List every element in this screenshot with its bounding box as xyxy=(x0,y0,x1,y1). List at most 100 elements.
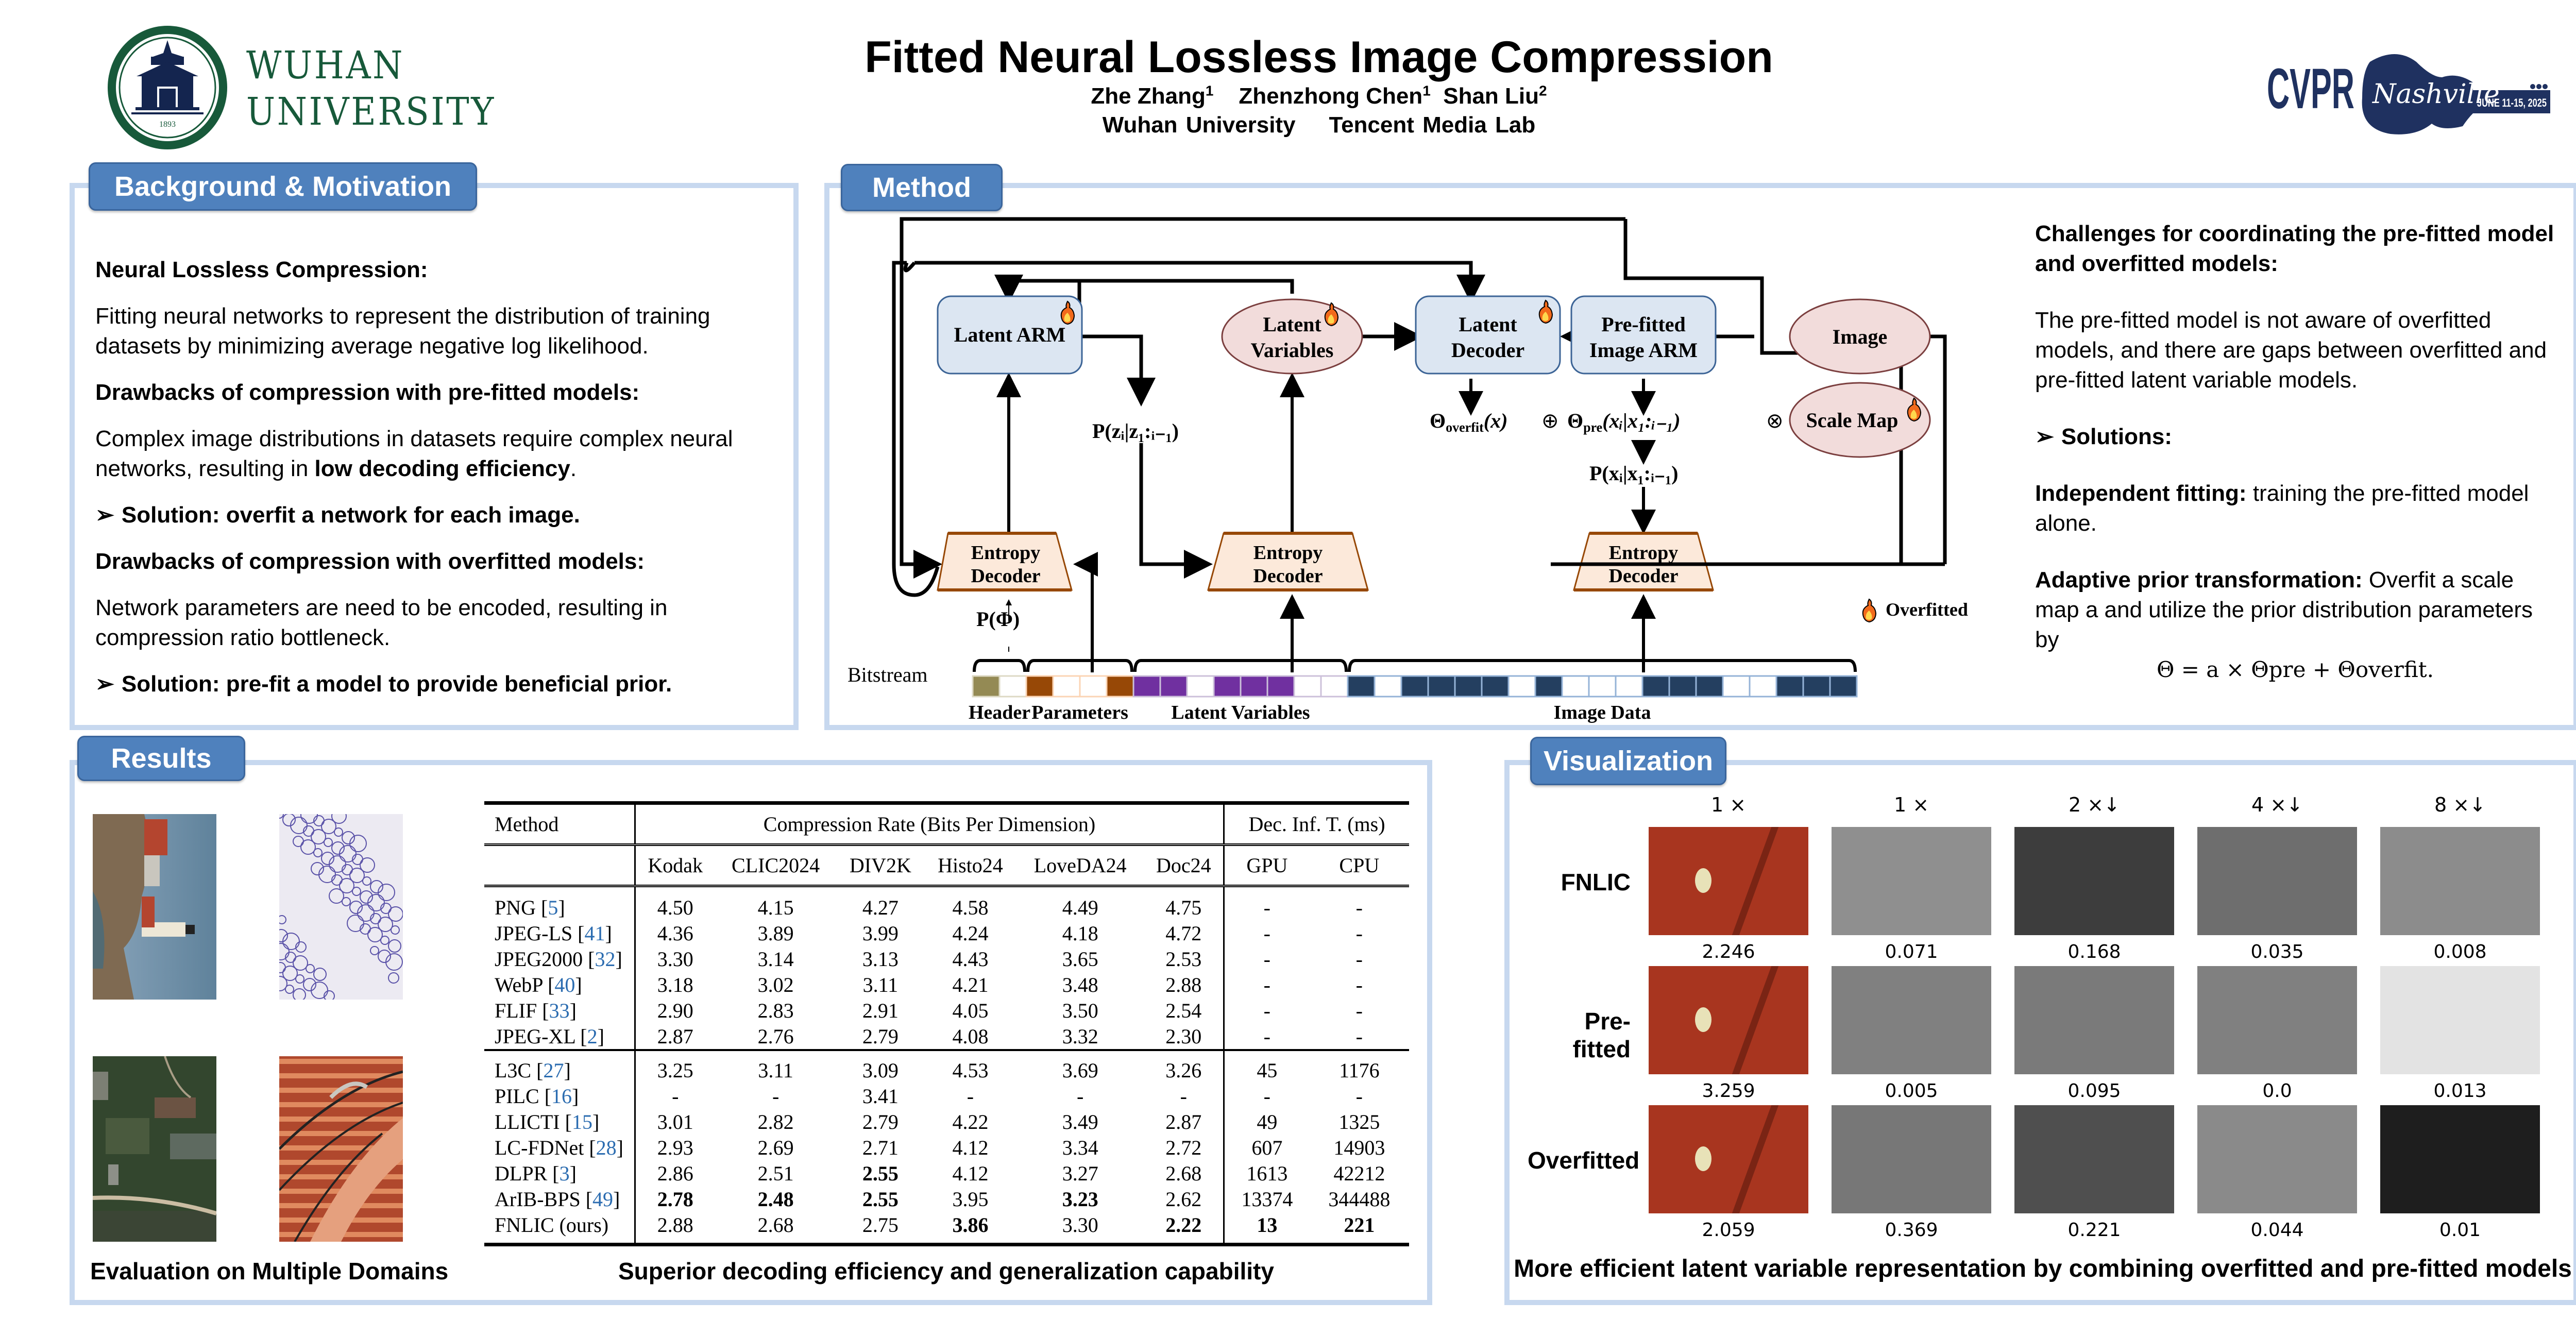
kodak-lighthouse-image xyxy=(93,814,216,1000)
table-cell: 3.26 xyxy=(1144,1049,1224,1083)
citation-link[interactable]: 33 xyxy=(549,999,570,1022)
method-diagram: Latent ARM Latent Variables Latent Decod… xyxy=(848,217,1968,723)
method-name: FNLIC (ours) xyxy=(484,1212,635,1246)
table-cell: 1176 xyxy=(1309,1049,1409,1083)
table-cell: 4.22 xyxy=(952,1110,989,1134)
citation-link[interactable]: 2 xyxy=(587,1024,598,1048)
bpd-value: 0.221 xyxy=(2067,1220,2121,1241)
row-label: Pre-fitted xyxy=(1572,1008,1631,1062)
citation-link[interactable]: 32 xyxy=(595,947,616,971)
citation-link[interactable]: 28 xyxy=(596,1136,617,1159)
table-cell: 4.18 xyxy=(1062,921,1098,945)
bitstream-cell xyxy=(1106,675,1134,698)
svg-text:Pre-fitted: Pre-fitted xyxy=(1601,313,1686,336)
bitstream-segment-label: Header xyxy=(969,702,1030,723)
bitstream-brace xyxy=(1348,659,1857,672)
col-gpu: GPU xyxy=(1223,843,1310,886)
svg-text:Latent ARM: Latent ARM xyxy=(954,323,1066,346)
method-text: Challenges for coordinating the pre-fitt… xyxy=(2035,219,2555,685)
table-cell: 2.30 xyxy=(1165,1024,1202,1048)
original-image xyxy=(1649,966,1808,1074)
table-cell: - xyxy=(1355,999,1363,1022)
table-cell: 2.79 xyxy=(862,1024,899,1048)
citation-link[interactable]: 27 xyxy=(543,1058,564,1082)
method-panel xyxy=(824,183,2576,730)
table-cell: 3.49 xyxy=(1062,1110,1098,1134)
text-overfitted-drawbacks: Network parameters are need to be encode… xyxy=(95,595,668,650)
citation-link[interactable]: 3 xyxy=(559,1161,570,1185)
solution-prefit: ➢Solution: pre-fit a model to provide be… xyxy=(95,669,781,699)
table-cell: 2.54 xyxy=(1165,999,1202,1022)
col-kodak: Kodak xyxy=(634,843,715,886)
challenge-text: The pre-fitted model is not aware of ove… xyxy=(2035,308,2547,393)
col-group-time: Dec. Inf. T. (ms) xyxy=(1223,801,1409,845)
author-list: Zhe Zhang1 Zhenzhong Chen1 Shan Liu2 xyxy=(0,82,2576,109)
bitstream-cell xyxy=(1829,675,1858,698)
table-cell: 221 xyxy=(1309,1212,1409,1246)
wordmark-line2: UNIVERSITY xyxy=(246,90,496,134)
method-name: PILC [16] xyxy=(495,1084,579,1108)
background-content: Neural Lossless Compression: Fitting neu… xyxy=(95,255,781,716)
table-cell: 4.21 xyxy=(952,973,989,996)
table-caption: Superior decoding efficiency and general… xyxy=(618,1258,1274,1284)
original-image xyxy=(1649,827,1808,935)
bitstream-cell xyxy=(1588,675,1617,698)
section-tab-method: Method xyxy=(841,164,1003,211)
bitstream-segment-label: Parameters xyxy=(1031,702,1128,723)
document-map-image xyxy=(279,1056,403,1242)
aerial-landcover-image xyxy=(93,1056,216,1242)
bitstream-cell xyxy=(1802,675,1831,698)
table-cell: 4.05 xyxy=(952,999,989,1022)
citation-link[interactable]: 15 xyxy=(571,1110,592,1134)
table-cell: 2.75 xyxy=(836,1212,924,1246)
table-cell: 3.30 xyxy=(634,946,715,972)
connector-line xyxy=(1623,219,1808,355)
theta-pre-label: Θpre(xᵢ|x₁:ᵢ₋₁) xyxy=(1567,409,1681,435)
citation-link[interactable]: 5 xyxy=(548,895,558,919)
citation-link[interactable]: 49 xyxy=(592,1187,614,1211)
latent-map-image xyxy=(2380,827,2540,935)
latent-arm-box: Latent ARM xyxy=(937,295,1083,375)
method-name: FLIF [33] xyxy=(495,999,577,1022)
section-tab-visualization: Visualization xyxy=(1530,737,1726,785)
table-cell: 1325 xyxy=(1338,1110,1380,1134)
svg-text:Decoder: Decoder xyxy=(971,565,1040,587)
table-cell: 4.12 xyxy=(952,1136,989,1159)
oplus-symbol: ⊕ xyxy=(1541,409,1559,432)
table-cell: 344488 xyxy=(1328,1187,1391,1211)
svg-text:Scale Map: Scale Map xyxy=(1806,409,1899,432)
arrow-bullet-icon: ➢ xyxy=(95,502,114,528)
bitstream-cell xyxy=(1132,675,1161,698)
svg-text:Latent: Latent xyxy=(1459,313,1517,336)
table-cell: 2.87 xyxy=(634,1023,715,1050)
table-cell: 2.51 xyxy=(757,1161,794,1185)
results-table: Method Compression Rate (Bits Per Dimens… xyxy=(484,801,1409,1246)
table-cell: 3.65 xyxy=(1062,947,1098,971)
independent-fitting: Independent fitting: training the pre-fi… xyxy=(2035,481,2529,536)
latent-map-image xyxy=(1832,966,1991,1074)
table-cell: 4.49 xyxy=(1016,885,1144,920)
bitstream-cell xyxy=(1186,675,1215,698)
solutions-label: ➢Solutions: xyxy=(2035,422,2555,452)
column-header: 8 ×↓ xyxy=(2434,793,2486,816)
wuhan-university-seal-logo: 1893 xyxy=(108,26,227,149)
citation-link[interactable]: 41 xyxy=(584,921,605,945)
svg-text:Variables: Variables xyxy=(1251,339,1334,362)
citation-link[interactable]: 16 xyxy=(551,1084,572,1108)
domains-caption: Evaluation on Multiple Domains xyxy=(90,1258,449,1284)
latent-map-image xyxy=(2014,1105,2174,1213)
wordmark-line1: WUHAN xyxy=(246,43,405,88)
table-cell: 3.14 xyxy=(757,947,794,971)
citation-link[interactable]: 40 xyxy=(554,973,575,996)
col-cpu: CPU xyxy=(1309,843,1409,886)
author: Shan Liu2 xyxy=(1443,82,1547,109)
bitstream-segment-label: Image Data xyxy=(1554,702,1651,723)
bpd-value: 3.259 xyxy=(1702,1080,1755,1102)
table-cell: - xyxy=(772,1084,779,1108)
